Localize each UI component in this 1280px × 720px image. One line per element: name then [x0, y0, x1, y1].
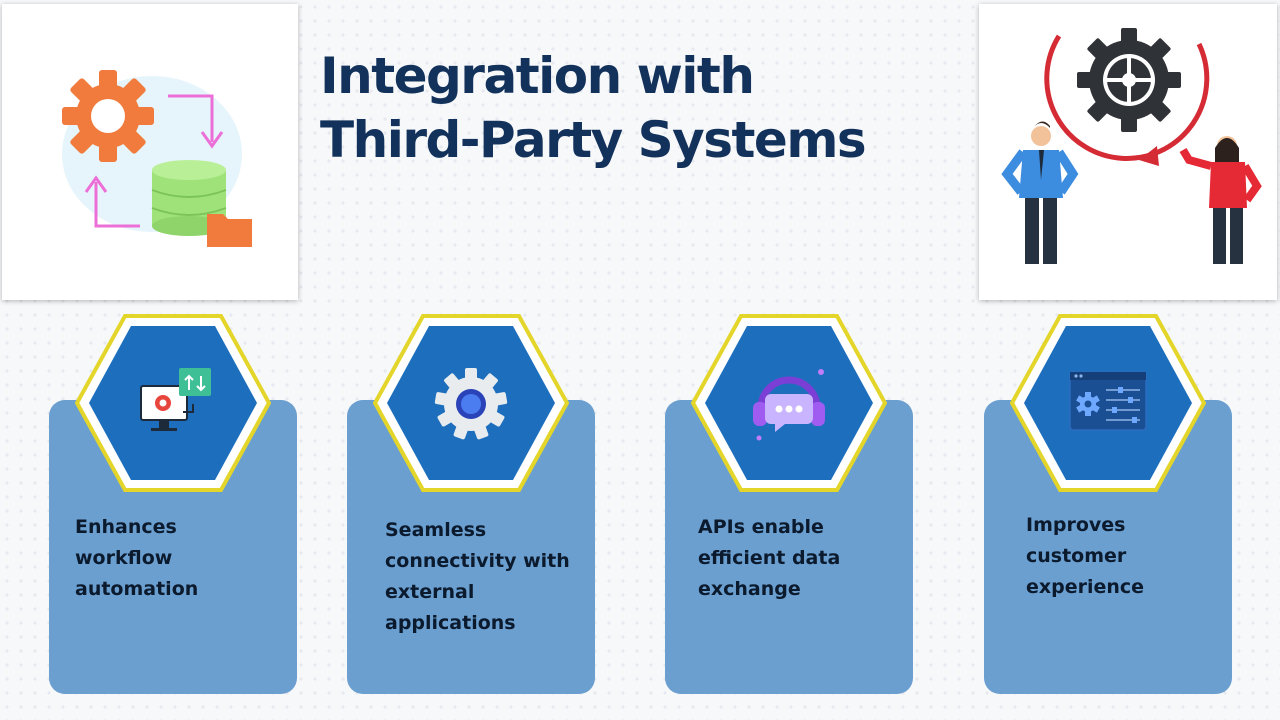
- page-title: Integration with Third-Party Systems: [320, 44, 960, 172]
- gear-database-illustration: [62, 70, 252, 247]
- dark-gear-icon: [1077, 28, 1181, 132]
- hex-badge-workflow: [75, 312, 271, 494]
- integration-illustration-right: [979, 4, 1277, 300]
- hex-badge-customer-experience: [1010, 312, 1206, 494]
- card-text-connectivity: Seamless connectivity with external appl…: [385, 519, 570, 634]
- folder-icon: [207, 214, 252, 247]
- woman-figure: [1179, 136, 1262, 264]
- title-line-1: Integration with: [320, 47, 755, 105]
- card-text-workflow: Enhances workflow automation: [75, 516, 199, 600]
- headset-chat-icon: [753, 369, 825, 441]
- orange-gear-icon: [62, 70, 154, 162]
- cycle-arrow-icon: [1044, 34, 1210, 161]
- card-text-apis: APIs enable efficient data exchange: [698, 516, 841, 600]
- settings-panel-icon: [1069, 371, 1147, 431]
- computer-sync-icon: [140, 368, 211, 431]
- card-text-customer-experience: Improves customer experience: [1026, 514, 1145, 598]
- people-gear-illustration: [1001, 28, 1262, 264]
- title-line-2: Third-Party Systems: [320, 111, 867, 169]
- man-figure: [1001, 121, 1079, 264]
- hex-badge-apis: [691, 312, 887, 494]
- integration-illustration-left: [2, 4, 298, 300]
- hex-badge-connectivity: [373, 312, 569, 494]
- gear-icon: [434, 368, 508, 440]
